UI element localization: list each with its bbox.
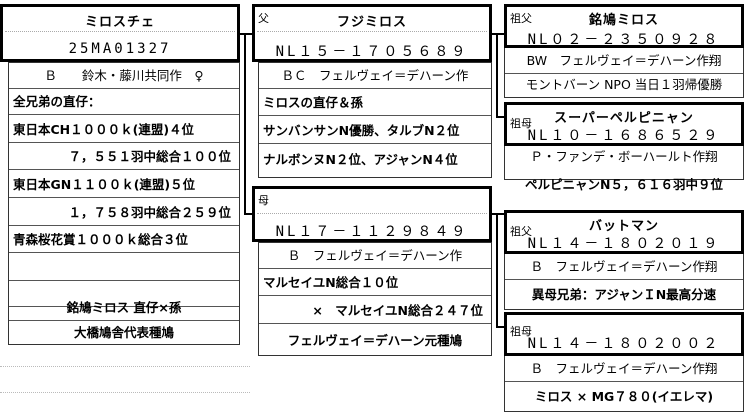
sire-line-1: ミロスの直仔＆孫 (259, 90, 491, 116)
connector-sire-gp-v (496, 33, 498, 118)
sire-divider (257, 31, 487, 32)
sire-dam-details-frame: Ｐ・ファンデ・ボーハールト作翔 (504, 146, 744, 180)
sire-sire-details-frame: BW フェルヴェイ＝デハーン作翔 モントバーン NPO 当日１羽帰優勝 (504, 48, 744, 98)
dam-name-box: 母 NL１７－１１２９８４９ (252, 186, 492, 242)
sire-sire-name: 銘鳩ミロス (588, 13, 659, 28)
dam-color-breeder: Ｂ フェルヴェイ＝デハーン作 (259, 243, 491, 269)
sire-ring: NL１５－１７０５６８９ (275, 44, 469, 60)
dam-details-frame: Ｂ フェルヴェイ＝デハーン作 マルセイユN総合１０位 × マルセイユN総合２４７… (258, 242, 492, 356)
grid-line (0, 392, 250, 393)
sire-sire-tag: 祖父 (510, 12, 532, 25)
connector-to-sire-dam (496, 116, 506, 118)
sire-name: フジミロス (336, 15, 407, 30)
dam-dam-color-breeder: Ｂ フェルヴェイ＝デハーン作翔 (505, 356, 743, 382)
dam-line-2: × マルセイユN総合２４７位 (259, 298, 491, 324)
dam-sire-ring: NL１４－１８０２０１９ (527, 236, 721, 252)
subject-line-4: 東日本GN１１００ｋ(連盟)５位 (9, 172, 239, 198)
sire-sire-name-box: 祖父 銘鳩ミロス NL０２－２３５０９２８ (504, 4, 744, 48)
subject-name-box: ミロスチェ 25MA01327 (0, 4, 240, 62)
dam-dam-panel: 祖母 NL１４－１８０２００２ Ｂ フェルヴェイ＝デハーン作翔 ミロス × MG… (504, 312, 744, 412)
dam-sire-panel: 祖父 バットマン NL１４－１８０２０１９ Ｂ フェルヴェイ＝デハーン作翔 異母… (504, 210, 744, 310)
dam-sire-color-breeder: Ｂ フェルヴェイ＝デハーン作翔 (505, 254, 743, 280)
sire-dam-name-box: 祖母 スーパーペルピニャン NL１０－１６８６５２９ (504, 102, 744, 146)
subject-details-frame: Ｂ 鈴木・藤川共同作 ♀ 全兄弟の直仔： 東日本CH１０００ｋ(連盟)４位 ７，… (8, 62, 240, 345)
connector-subject-parents-h (240, 33, 252, 35)
subject-line-2: 東日本CH１０００ｋ(連盟)４位 (9, 117, 239, 143)
subject-name: ミロスチェ (84, 15, 155, 30)
connector-sire-gp-h (492, 33, 504, 35)
dam-sire-name: バットマン (588, 219, 659, 234)
subject-line-3: ７，５５１羽中総合１００位 (9, 144, 239, 170)
subject-color-breeder: Ｂ 鈴木・藤川共同作 ♀ (9, 63, 239, 89)
sire-name-box: 父 フジミロス NL１５－１７０５６８９ (252, 4, 492, 62)
sire-color-breeder: ＢＣ フェルヴェイ＝デハーン作 (259, 63, 491, 89)
sire-line-3: ナルボンヌN２位、アジャンN４位 (263, 152, 458, 167)
dam-divider (257, 213, 487, 214)
dam-sire-name-box: 祖父 バットマン NL１４－１８０２０１９ (504, 210, 744, 254)
connector-dam-gp-h (492, 213, 504, 215)
sire-tag: 父 (258, 12, 269, 25)
sire-dam-color-breeder: Ｐ・ファンデ・ボーハールト作翔 (530, 149, 718, 164)
connector-subject-parents-v (244, 33, 246, 215)
sire-sire-line-1: モントバーン NPO 当日１羽帰優勝 (525, 77, 723, 92)
sire-dam-tag: 祖母 (510, 117, 532, 130)
sire-dam-line-1: ペルピニャンN５，６１６羽中９位 (525, 177, 723, 192)
dam-dam-ring: NL１４－１８０２００２ (527, 336, 721, 352)
dam-ring: NL１７－１１２９８４９ (275, 224, 469, 240)
dam-dam-name-box: 祖母 NL１４－１８０２００２ (504, 312, 744, 356)
subject-line-8 (9, 281, 239, 307)
sire-dam-ring: NL１０－１６８６５２９ (527, 128, 721, 144)
dam-line-3: フェルヴェイ＝デハーン元種鳩 (287, 333, 463, 348)
dam-dam-line-1: ミロス × MG７８０(イエレマ) (534, 389, 714, 404)
sire-sire-panel: 祖父 銘鳩ミロス NL０２－２３５０９２８ BW フェルヴェイ＝デハーン作翔 モ… (504, 0, 744, 100)
connector-to-dam (244, 213, 254, 215)
subject-panel: ミロスチェ 25MA01327 Ｂ 鈴木・藤川共同作 ♀ 全兄弟の直仔： 東日本… (0, 0, 240, 345)
dam-sire-tag: 祖父 (510, 225, 532, 238)
sire-details-frame: ＢＣ フェルヴェイ＝デハーン作 ミロスの直仔＆孫 サンバンサンN優勝、タルブN２… (258, 62, 492, 178)
dam-dam-details-frame: Ｂ フェルヴェイ＝デハーン作翔 ミロス × MG７８０(イエレマ) (504, 356, 744, 412)
dam-tag: 母 (258, 194, 269, 207)
sire-line-2: サンバンサンN優勝、タルブN２位 (259, 118, 491, 144)
sire-dam-panel: 祖母 スーパーペルピニャン NL１０－１６８６５２９ Ｐ・ファンデ・ボーハールト… (504, 102, 744, 180)
subject-divider (5, 31, 235, 32)
dam-dam-tag: 祖母 (510, 325, 532, 338)
dam-sire-line-1: 異母兄弟：アジャンＩN最高分速 (531, 287, 717, 302)
dam-line-1: マルセイユN総合１０位 (259, 270, 491, 296)
subject-line-6: 青森桜花賞１０００ｋ総合３位 (9, 227, 239, 253)
connector-dam-gp-v (496, 213, 498, 328)
sire-sire-color-breeder: BW フェルヴェイ＝デハーン作翔 (505, 48, 743, 74)
subject-line-10: 大橋鳩舎代表種鳩 (73, 325, 174, 340)
dam-panel: 母 NL１７－１１２９８４９ Ｂ フェルヴェイ＝デハーン作 マルセイユN総合１０… (252, 186, 492, 356)
dam-sire-details-frame: Ｂ フェルヴェイ＝デハーン作翔 異母兄弟：アジャンＩN最高分速 (504, 254, 744, 310)
subject-line-7 (9, 255, 239, 281)
sire-dam-name: スーパーペルピニャン (554, 111, 694, 126)
sire-panel: 父 フジミロス NL１５－１７０５６８９ ＢＣ フェルヴェイ＝デハーン作 ミロス… (252, 0, 492, 180)
connector-to-dam-dam (496, 326, 506, 328)
subject-ring: 25MA01327 (68, 41, 172, 57)
subject-line-5: １，７５８羽中総合２５９位 (9, 200, 239, 226)
sire-sire-ring: NL０２－２３５０９２８ (527, 32, 721, 48)
grid-line (0, 366, 250, 367)
subject-line-9: 銘鳩ミロス 直仔×孫 (9, 295, 239, 321)
subject-line-1: 全兄弟の直仔： (9, 89, 239, 115)
